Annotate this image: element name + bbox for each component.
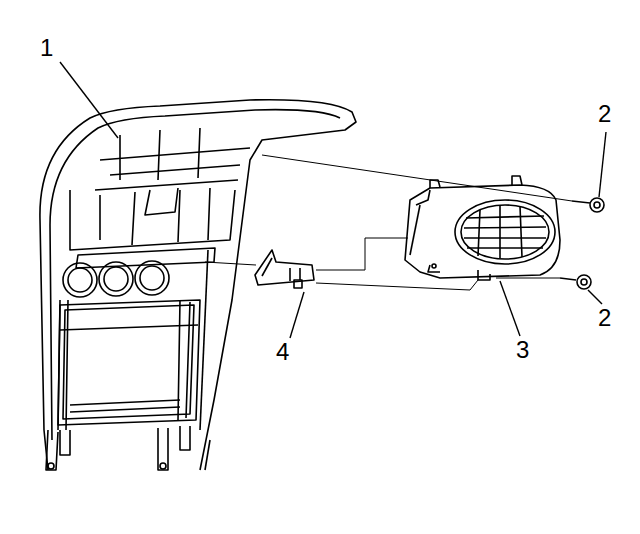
callout-number-box: 1 (40, 34, 53, 62)
instrument-panel (40, 100, 356, 470)
callout-number-box: 2 (598, 304, 611, 332)
callout-number: 2 (598, 100, 611, 127)
callout-number: 2 (598, 304, 611, 331)
callout-number: 1 (40, 34, 53, 61)
air-vent (405, 176, 560, 280)
mounting-bracket (255, 250, 314, 288)
callout-number: 4 (276, 338, 289, 365)
bolt (560, 198, 604, 289)
leader-line (60, 62, 606, 338)
assembly-line (205, 155, 572, 290)
callout-number-box: 3 (516, 336, 529, 364)
callout-number-box: 4 (276, 338, 289, 366)
callout-number: 3 (516, 336, 529, 363)
callout-number-box: 2 (598, 100, 611, 128)
